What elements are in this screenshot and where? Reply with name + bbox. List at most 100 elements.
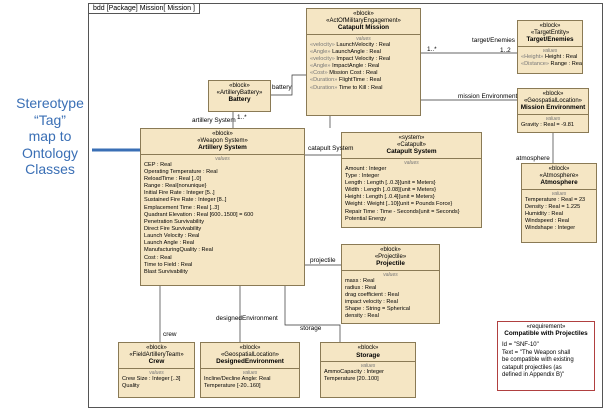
block-header: «block» «Atmosphere» Atmosphere: [522, 164, 596, 190]
stereotype: «block»: [357, 345, 379, 351]
connector-label-storage: storage: [300, 325, 322, 332]
property-text: Density : Real = 1.225: [525, 203, 581, 210]
projectile-block[interactable]: «block» «Projectile» Projectile values m…: [341, 244, 440, 324]
value-property: Temperature [20..100]: [324, 376, 412, 383]
stereotype: «block»: [542, 91, 564, 97]
property-text: Humidity : Real: [525, 210, 563, 217]
multiplicity-label: 1..*: [237, 114, 247, 121]
catapult-system-block[interactable]: «system» «Catapult» Catapult System valu…: [341, 132, 482, 228]
stereotype: «ArtilleryBattery»: [216, 89, 263, 96]
property-text: Incline/Decline Angle: Real: [204, 375, 271, 382]
property-text: Range : Real{nonunique}: [144, 183, 207, 190]
property-text: Quadrant Elevation : Real [600..1500] = …: [144, 211, 254, 218]
stereotype: «block»: [239, 345, 261, 351]
stereotype: «system»: [398, 135, 425, 141]
property-stereotype: «Cost»: [310, 70, 328, 77]
property-text: Length : Length [..0.3]{unit = Meters}: [345, 179, 436, 186]
value-property: Quality: [122, 383, 191, 390]
stereotype: «ActOfMilitaryEngagement»: [326, 17, 401, 24]
diagram-frame: bdd [Package] Mission[ Mission ]: [88, 3, 603, 408]
atmosphere-block[interactable]: «block» «Atmosphere» Atmosphere values T…: [521, 163, 597, 243]
section-label: values: [383, 271, 398, 278]
designed-environment-block[interactable]: «block» «GeospatialLocation» DesignedEnv…: [200, 342, 300, 398]
value-property: «Duration» Time to Kill : Real: [310, 85, 417, 92]
value-property: Operating Temperature : Real: [144, 169, 301, 176]
property-text: mass : Real: [345, 277, 375, 284]
stereotype: «Projectile»: [374, 253, 407, 260]
value-property: «Angle» ImpactAngle : Real: [310, 63, 417, 70]
requirement-block[interactable]: «requirement» Compatible with Projectile…: [497, 321, 595, 391]
stereotype: «block»: [212, 131, 233, 137]
property-stereotype: «Duration»: [310, 77, 338, 84]
stereotype: «block»: [539, 23, 561, 29]
frame-tab: bdd [Package] Mission[ Mission ]: [89, 4, 200, 14]
property-stereotype: «velocity»: [310, 41, 335, 48]
connector-label-catapult-system: catapult System: [308, 145, 354, 152]
stereotype: «Atmosphere»: [539, 172, 579, 179]
target-enemies-block[interactable]: «block» «TargetEntity» Target/Enemies va…: [517, 20, 583, 74]
property-text: Potential Energy: [345, 215, 387, 222]
annotation-line: Ontology: [21, 144, 79, 161]
stereotype: «Catapult»: [396, 141, 427, 148]
property-stereotype: «velocity»: [310, 55, 335, 62]
value-property: Temperature : Real = 23: [525, 197, 593, 204]
property-text: Windshape : Integer: [525, 225, 576, 232]
value-property: Humidity : Real: [525, 211, 593, 218]
property-text: radius : Real: [345, 284, 377, 291]
connector-label-designed-environment: designedEnvironment: [216, 315, 278, 322]
artillery-system-block[interactable]: «block» «Weapon System» Artillery System…: [140, 128, 305, 286]
value-property: Windspeed : Real: [525, 218, 593, 225]
block-name: Storage: [356, 351, 380, 359]
storage-block[interactable]: «block» Storage values AmmoCapacity : In…: [320, 342, 416, 398]
property-stereotype: «Duration»: [310, 84, 338, 91]
property-list: Crew Size : Integer [..3]Quality: [119, 376, 194, 391]
catapult-mission-block[interactable]: «block» «ActOfMilitaryEngagement» Catapu…: [306, 8, 421, 116]
stereotype: «Weapon System»: [197, 137, 248, 144]
value-property: ReloadTime : Real [..0]: [144, 176, 301, 183]
value-property: radius : Real: [345, 285, 436, 292]
value-property: «Angle» LaunchAngle : Real: [310, 49, 417, 56]
property-text: Penetration Survivability: [144, 218, 205, 225]
value-property: Penetration Survivability: [144, 219, 301, 226]
section-label: values: [149, 369, 164, 376]
value-property: Repair Time : Time - Seconds{unit = Seco…: [345, 209, 478, 216]
property-text: Launch Velocity : Real: [144, 233, 200, 240]
mission-environment-block[interactable]: «block» «GeospatialLocation» Mission Env…: [517, 88, 589, 133]
property-text: Time to Field : Real: [144, 261, 193, 268]
section-label: values: [242, 369, 258, 376]
property-text: Impact Velocity : Real: [334, 55, 391, 62]
block-header: «system» «Catapult» Catapult System: [342, 133, 481, 159]
value-property: density : Real: [345, 313, 436, 320]
stereotype: «block»: [353, 11, 374, 17]
requirement-text-line: Text = "The Weapon shall: [502, 349, 571, 356]
value-property: Shape : String = Spherical: [345, 306, 436, 313]
section-label: values: [542, 47, 558, 54]
value-property: Direct Fire Survivability: [144, 226, 301, 233]
crew-block[interactable]: «block» «FieldArtilleryTeam» Crew values…: [118, 342, 195, 398]
multiplicity-label: 1..2: [500, 47, 511, 54]
property-text: CEP : Real: [144, 161, 172, 168]
value-property: Time to Field : Real: [144, 262, 301, 269]
annotation-line: Stereotype: [16, 95, 84, 111]
value-property: AmmoCapacity : Integer: [324, 369, 412, 376]
block-name: Catapult Mission: [337, 24, 390, 32]
property-text: Blast Survivability: [144, 268, 188, 275]
connector-label-mission-environment: mission Environment: [458, 93, 518, 100]
value-property: drag coefficient : Real: [345, 292, 436, 299]
property-text: Gravity : Real = -9.81: [521, 121, 575, 128]
property-text: Temperature [20..100]: [324, 376, 379, 383]
stereotype: «TargetEntity»: [530, 29, 570, 36]
property-text: ReloadTime : Real [..0]: [144, 175, 201, 182]
battery-block[interactable]: «block» «ArtilleryBattery» Battery: [208, 80, 271, 112]
requirement-name: Compatible with Projectiles: [504, 330, 588, 337]
property-text: Temperature : Real = 23: [525, 196, 586, 203]
value-property: impact velocity : Real: [345, 299, 436, 306]
property-text: LaunchAngle : Real: [330, 48, 381, 55]
section-label: values: [404, 159, 419, 166]
connector-label-atmosphere: atmosphere: [516, 155, 550, 162]
value-property: ManufacturingQuality : Real: [144, 247, 301, 254]
property-list: «velocity» LaunchVelocity : Real«Angle» …: [307, 42, 420, 93]
